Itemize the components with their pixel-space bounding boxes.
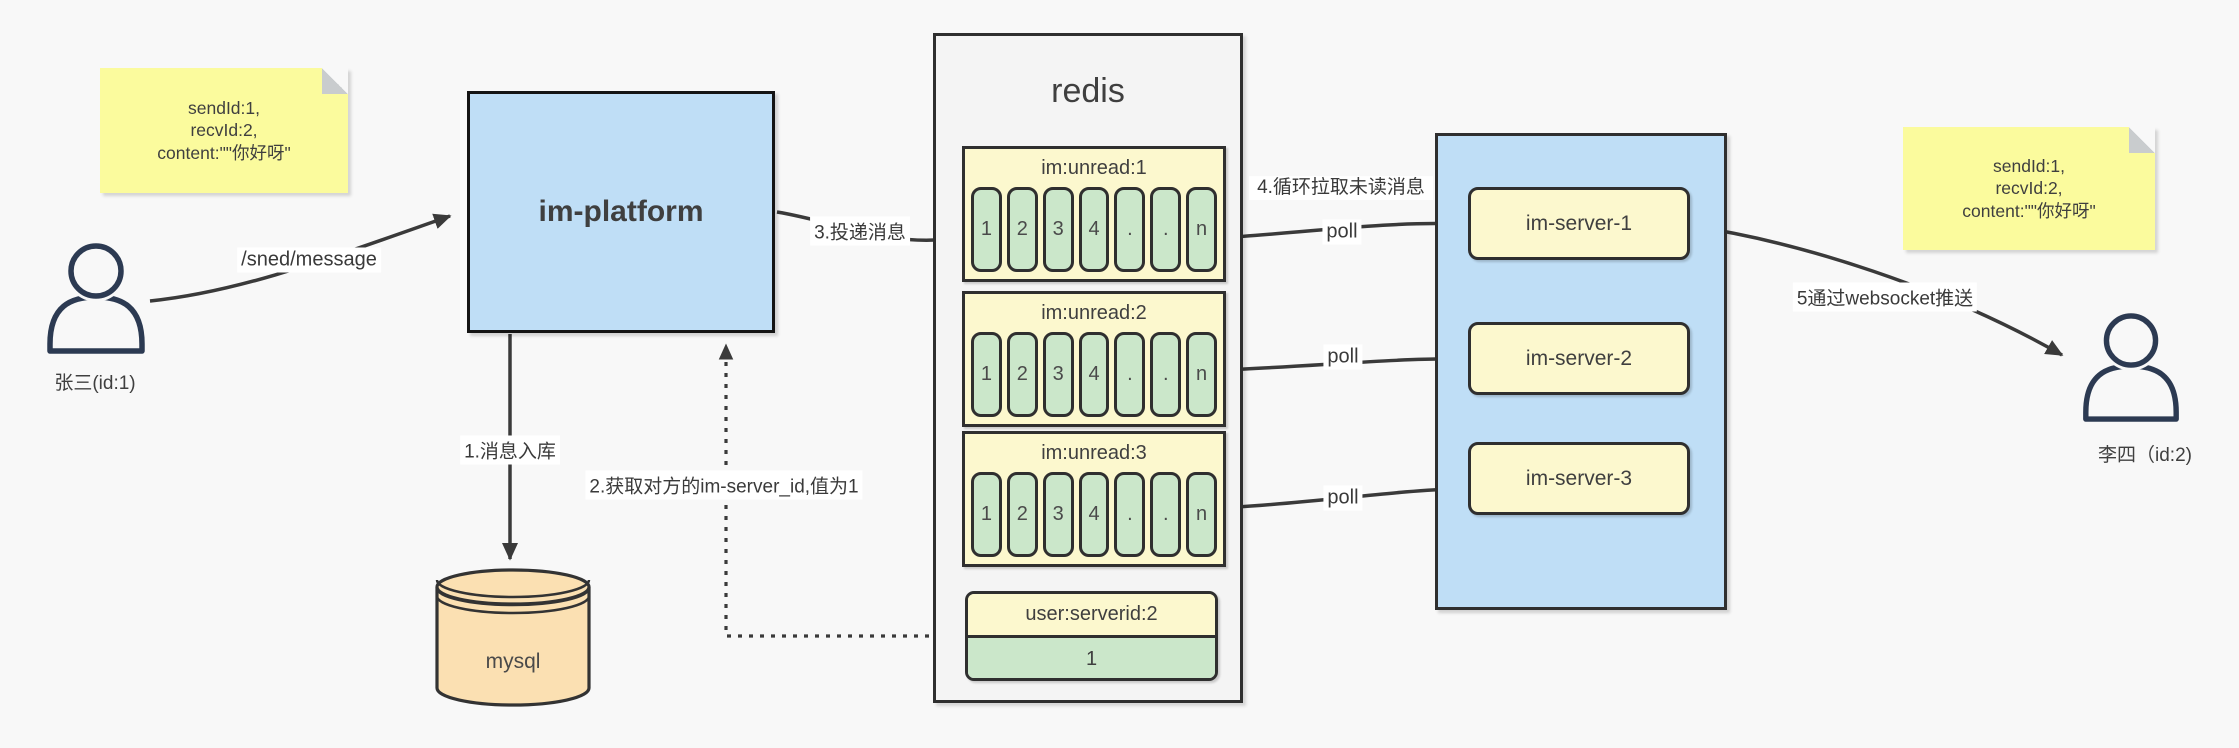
queue-cell: . (1150, 187, 1182, 272)
arrow-get-serverid-dotted (718, 343, 962, 638)
kv-value: 1 (968, 638, 1215, 678)
kv-key: user:serverid:2 (968, 594, 1215, 638)
step4-label: 4.循环拉取未读消息 (1249, 176, 1433, 200)
queue-im-unread-2: im:unread:2 1 2 3 4 . . n (962, 291, 1226, 427)
note-line: content:""你好呀" (1962, 200, 2096, 221)
note-line: recvId:2, (190, 120, 258, 141)
mysql-label: mysql (485, 650, 541, 673)
sticky-note-right: sendId:1, recvId:2, content:""你好呀" (1903, 127, 2155, 250)
step2-label: 2.获取对方的im-server_id,值为1 (585, 470, 863, 500)
queue-cell: 2 (1006, 187, 1038, 272)
queue-cell: 1 (971, 472, 1002, 557)
sticky-note-left: sendId:1, recvId:2, content:""你好呀" (100, 68, 348, 193)
queue-cell: 4 (1078, 332, 1110, 417)
folded-corner-icon (2129, 127, 2155, 153)
poll-label-1: poll (1322, 219, 1362, 245)
queue-cells: 1 2 3 4 . . n (965, 332, 1223, 424)
container-redis: redis im:unread:1 1 2 3 4 . . n im:unrea… (933, 33, 1243, 703)
queue-cell: 3 (1042, 472, 1074, 557)
queue-cell: . (1114, 187, 1146, 272)
queue-im-unread-3: im:unread:3 1 2 3 4 . . n (962, 431, 1226, 567)
im-server-label: im-server-3 (1525, 466, 1633, 490)
queue-cell: 1 (971, 332, 1002, 417)
node-im-server-3: im-server-3 (1468, 442, 1690, 515)
node-im-server-2: im-server-2 (1468, 322, 1690, 395)
poll-label-3: poll (1323, 485, 1363, 511)
mysql-database-icon (435, 568, 591, 707)
queue-im-unread-1: im:unread:1 1 2 3 4 . . n (962, 146, 1226, 282)
arrow-websocket-push (1691, 224, 2064, 357)
step5-label: 5通过websocket推送 (1792, 282, 1978, 312)
user-icon-left (47, 242, 145, 354)
queue-cell: 2 (1006, 332, 1038, 417)
queue-cell: 4 (1078, 187, 1110, 272)
send-endpoint-label: /sned/message (237, 247, 381, 273)
step1-label: 1.消息入库 (460, 435, 560, 465)
note-line: sendId:1, (1993, 155, 2065, 176)
note-line: sendId:1, (188, 97, 260, 118)
im-server-label: im-server-2 (1525, 346, 1633, 370)
queue-cells: 1 2 3 4 . . n (965, 187, 1223, 279)
node-im-server-1: im-server-1 (1468, 187, 1690, 260)
queue-cell: . (1114, 332, 1146, 417)
kv-user-serverid: user:serverid:2 1 (965, 591, 1218, 681)
note-line: content:""你好呀" (157, 142, 291, 163)
user-icon-right (2083, 312, 2179, 422)
im-server-label: im-server-1 (1525, 211, 1633, 235)
folded-corner-icon (322, 68, 348, 94)
step3-label: 3.投递消息 (810, 216, 910, 246)
queue-cell: 2 (1006, 472, 1038, 557)
redis-title: redis (1051, 72, 1125, 110)
actor-right-label: 李四（id:2) (2098, 445, 2192, 466)
im-platform-label: im-platform (538, 195, 704, 228)
actor-left-label: 张三(id:1) (54, 373, 136, 394)
node-im-platform: im-platform (467, 91, 775, 333)
queue-cell: n (1186, 472, 1218, 557)
queue-cell: n (1186, 187, 1218, 272)
poll-label-2: poll (1323, 344, 1363, 370)
queue-cell: 3 (1042, 332, 1074, 417)
queue-cell: . (1114, 472, 1146, 557)
queue-header: im:unread:2 (1041, 301, 1147, 324)
queue-cells: 1 2 3 4 . . n (965, 472, 1223, 564)
queue-header: im:unread:3 (1041, 441, 1147, 464)
queue-cell: 3 (1042, 187, 1074, 272)
queue-cell: . (1150, 332, 1182, 417)
queue-cell: . (1150, 472, 1182, 557)
note-line: recvId:2, (1995, 178, 2063, 199)
queue-cell: n (1186, 332, 1218, 417)
queue-cell: 4 (1078, 472, 1110, 557)
queue-header: im:unread:1 (1041, 156, 1147, 179)
queue-cell: 1 (971, 187, 1002, 272)
